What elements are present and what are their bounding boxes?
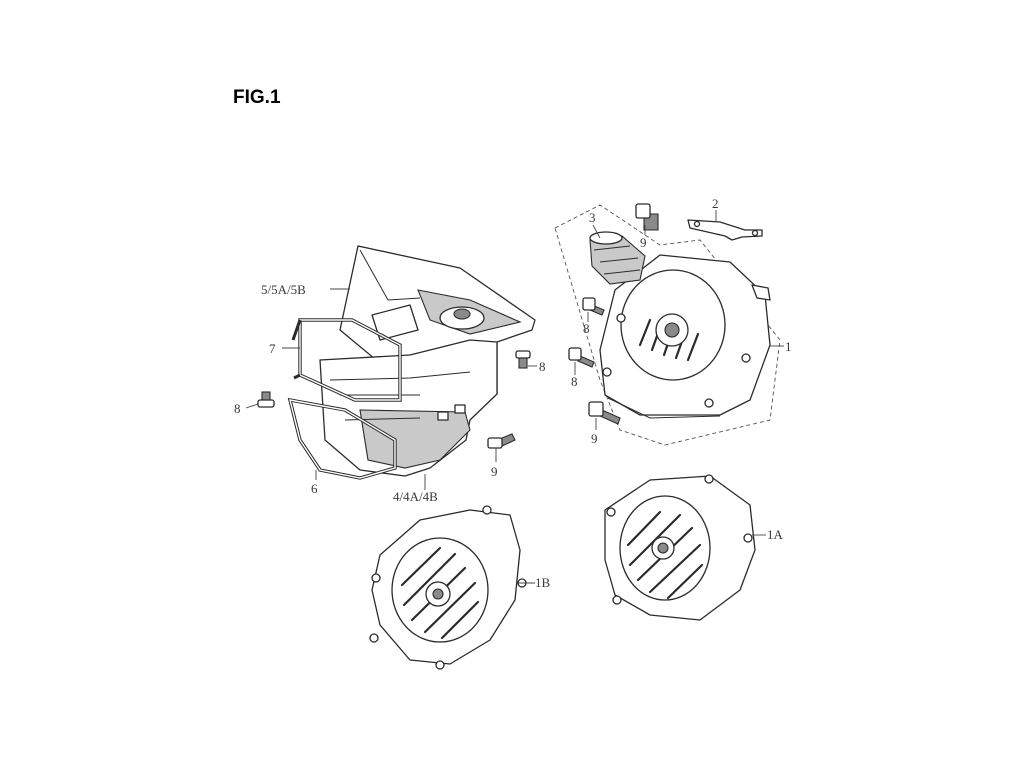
bolt-9-right xyxy=(588,401,621,425)
callout-3: 3 xyxy=(589,210,596,225)
callout-1: 1 xyxy=(785,339,792,354)
callout-8-right-upper: 8 xyxy=(583,321,590,336)
callout-8-middle: 8 xyxy=(539,359,546,374)
bolt-8-middle xyxy=(515,350,531,369)
fan-cover-part-1b xyxy=(369,505,527,670)
bolt-8-right-upper xyxy=(582,297,605,316)
bracket-part-2 xyxy=(687,219,763,241)
bolt-9-lower xyxy=(487,433,516,449)
frame-part-6 xyxy=(287,397,397,480)
callout-8-right-lower: 8 xyxy=(571,374,578,389)
fan-cover-part-1 xyxy=(554,204,781,446)
callout-8-left: 8 xyxy=(234,401,241,416)
shroud-part-4 xyxy=(319,339,498,477)
frame-part-7 xyxy=(291,318,402,402)
bolt-9-top xyxy=(635,203,659,231)
fan-cover-part-1a xyxy=(604,474,756,621)
callout-1b: 1B xyxy=(535,575,551,590)
shroud-part-5 xyxy=(339,245,536,421)
bolt-8-right-lower xyxy=(568,347,595,368)
callout-1a: 1A xyxy=(767,527,784,542)
callout-7: 7 xyxy=(269,341,276,356)
leader-lines xyxy=(245,210,784,584)
figure-title: FIG.1 xyxy=(233,87,281,108)
callout-5: 5/5A/5B xyxy=(261,282,306,297)
callout-9-top: 9 xyxy=(640,235,647,250)
callout-6: 6 xyxy=(311,481,318,496)
callout-4: 4/4A/4B xyxy=(393,489,438,504)
callout-2: 2 xyxy=(712,196,719,211)
filter-part-3 xyxy=(589,231,646,285)
bolt-8-left xyxy=(257,391,275,408)
callout-9-lower: 9 xyxy=(491,464,498,479)
callout-9-right: 9 xyxy=(591,431,598,446)
